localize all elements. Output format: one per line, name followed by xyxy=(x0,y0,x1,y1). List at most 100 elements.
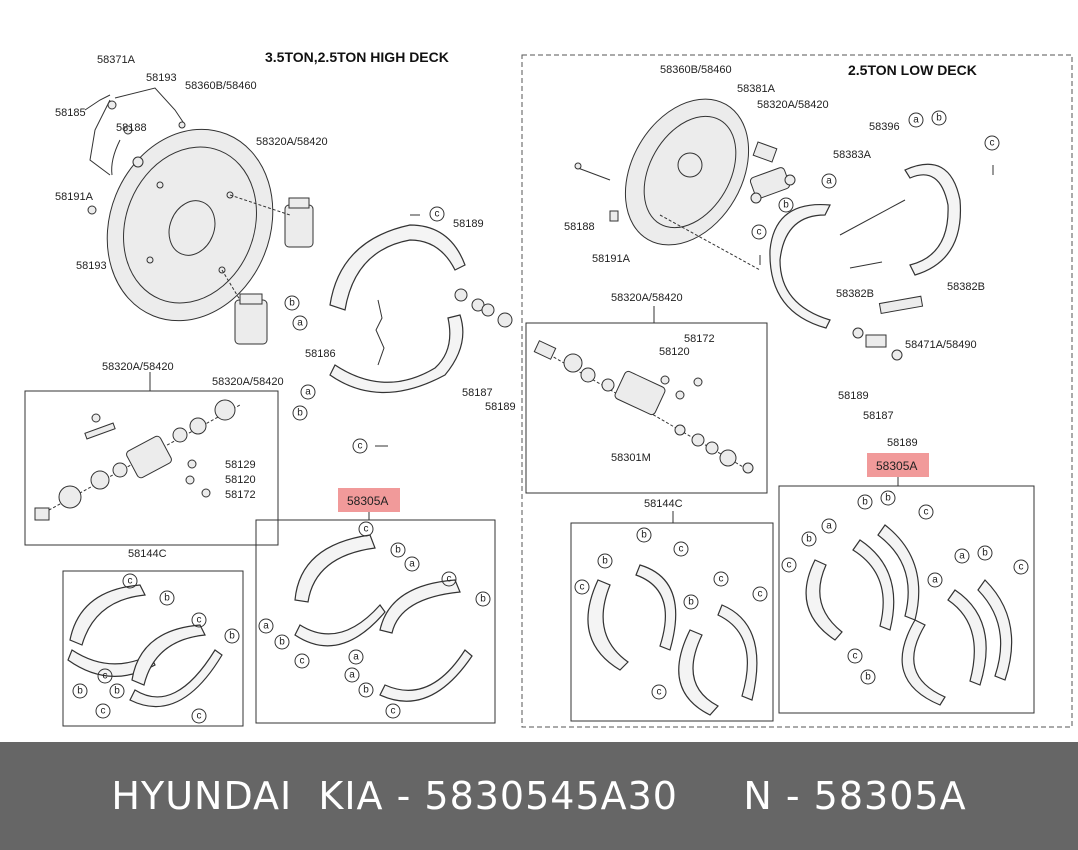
part-label: 58189 xyxy=(887,437,918,449)
callout-a: a xyxy=(908,112,924,128)
callout-b: b xyxy=(857,494,873,510)
svg-text:a: a xyxy=(826,176,832,187)
part-label: 58191A xyxy=(55,191,94,203)
svg-text:c: c xyxy=(787,560,792,571)
part-label: 58320A/58420 xyxy=(757,99,829,111)
callout-b: b xyxy=(597,553,613,569)
svg-text:b: b xyxy=(297,408,303,419)
callout-a: a xyxy=(954,548,970,564)
callout-b: b xyxy=(977,545,993,561)
part-label: 58320A/58420 xyxy=(212,376,284,388)
callout-c: c xyxy=(294,653,310,669)
part-label: 58189 xyxy=(453,218,484,230)
callout-a: a xyxy=(292,315,308,331)
svg-text:b: b xyxy=(602,556,608,567)
washer-icon xyxy=(852,327,864,339)
shoe-pair-right xyxy=(901,619,946,706)
part-label: 58360B/58460 xyxy=(185,80,257,92)
part-label: 58129 xyxy=(225,459,256,471)
part-label: 58189 xyxy=(838,390,869,402)
callout-a: a xyxy=(404,556,420,572)
svg-text:a: a xyxy=(959,551,965,562)
shoe-pair-left xyxy=(877,524,920,621)
callout-b: b xyxy=(683,594,699,610)
callout-a: a xyxy=(927,572,943,588)
part-label: 58186 xyxy=(305,348,336,360)
callout-b: b xyxy=(358,682,374,698)
part-label: 58188 xyxy=(116,122,147,134)
callout-c: c xyxy=(781,557,797,573)
spring-icon xyxy=(839,199,906,236)
brake-shoe-right xyxy=(904,163,962,276)
wheel-cylinder-right xyxy=(749,167,796,204)
svg-text:c: c xyxy=(679,544,684,555)
part-label: 58301M xyxy=(611,452,651,464)
wheel-cylinder-exploded-left xyxy=(34,399,241,521)
callout-c: c xyxy=(97,668,113,684)
svg-text:a: a xyxy=(913,115,919,126)
shoe-pair-left xyxy=(852,539,895,631)
part-label: 58471A/58490 xyxy=(905,339,977,351)
part-label: 58187 xyxy=(462,387,493,399)
svg-text:a: a xyxy=(297,318,303,329)
svg-text:b: b xyxy=(865,672,871,683)
part-label: 58320A/58420 xyxy=(102,361,174,373)
lined-shoe xyxy=(678,629,719,716)
callout-b: b xyxy=(475,591,491,607)
svg-text:a: a xyxy=(932,575,938,586)
svg-text:58305A: 58305A xyxy=(347,494,388,508)
svg-text:b: b xyxy=(480,594,486,605)
washer-icon xyxy=(497,312,513,328)
svg-text:a: a xyxy=(409,559,415,570)
callout-a: a xyxy=(821,518,837,534)
svg-text:c: c xyxy=(364,524,369,535)
svg-text:c: c xyxy=(990,138,995,149)
lined-shoe xyxy=(587,579,629,671)
svg-text:c: c xyxy=(197,711,202,722)
low-deck-heading: 2.5TON LOW DECK xyxy=(848,62,977,78)
svg-text:c: c xyxy=(101,706,106,717)
callout-c: c xyxy=(651,684,667,700)
footer-banner: HYUNDAI KIA - 5830545A30 N - 58305A xyxy=(0,742,1078,850)
callout-c: c xyxy=(358,521,374,537)
svg-text:b: b xyxy=(363,685,369,696)
shoe-pair-right xyxy=(947,589,987,686)
part-label: 58144C xyxy=(128,548,167,560)
svg-text:b: b xyxy=(885,493,891,504)
callout-b: b xyxy=(284,295,300,311)
callout-b: b xyxy=(801,531,817,547)
callout-a: a xyxy=(821,173,837,189)
callout-b: b xyxy=(636,527,652,543)
callout-c: c xyxy=(441,571,457,587)
callout-b: b xyxy=(931,110,947,126)
callout-b: b xyxy=(159,590,175,606)
callout-b: b xyxy=(860,669,876,685)
adjuster-icon xyxy=(878,295,924,314)
svg-text:c: c xyxy=(853,651,858,662)
wheel-cylinder-kit-box-right xyxy=(525,322,768,494)
wheel-cylinder-kit-box-left xyxy=(24,390,279,546)
callout-b: b xyxy=(274,634,290,650)
svg-text:b: b xyxy=(229,631,235,642)
callout-c: c xyxy=(751,224,767,240)
svg-text:c: c xyxy=(758,589,763,600)
shoe-pair-upper xyxy=(379,579,461,634)
bolt-icon xyxy=(87,205,97,215)
part-label: 58172 xyxy=(225,489,256,501)
part-label: 58188 xyxy=(564,221,595,233)
callout-b: b xyxy=(778,197,794,213)
spring-icon xyxy=(865,334,887,348)
shoe-pair-lower xyxy=(294,604,386,647)
svg-text:b: b xyxy=(114,686,120,697)
highlight-58305a-left: 58305A xyxy=(338,488,400,512)
brake-shoe-right xyxy=(769,203,831,329)
svg-text:b: b xyxy=(289,298,295,309)
callout-c: c xyxy=(918,504,934,520)
svg-text:c: c xyxy=(300,656,305,667)
bolt-icon xyxy=(107,100,117,110)
part-label: 58320A/58420 xyxy=(256,136,328,148)
lined-shoe xyxy=(69,584,146,646)
svg-text:c: c xyxy=(657,687,662,698)
svg-text:b: b xyxy=(395,545,401,556)
svg-text:b: b xyxy=(77,686,83,697)
